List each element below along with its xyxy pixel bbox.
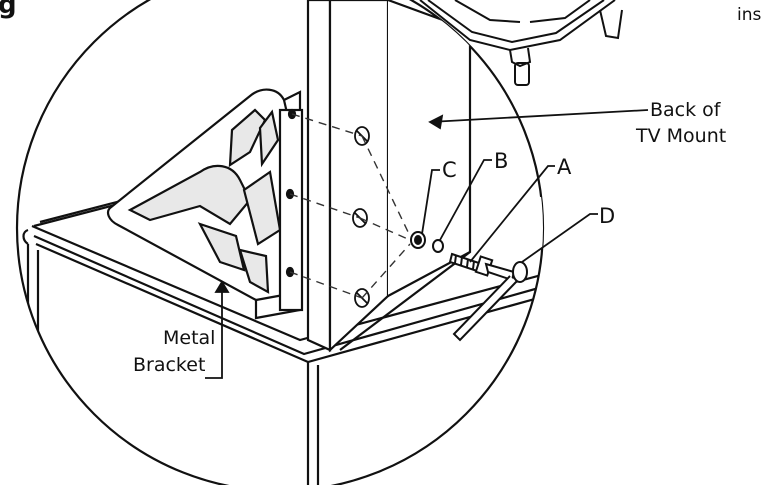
back-of-tv-mount-label-line1: Back of [650,99,721,121]
hardware-d-hex-key [452,261,528,342]
alignment-guides [289,113,411,299]
hardware-b-washer [432,239,444,253]
part-d-label: D [599,204,616,228]
metal-bracket-label-line1: Metal [163,327,216,349]
cabinet-corner-inset [419,0,623,86]
magnified-view [22,0,543,489]
hardware-c-washer [410,231,426,249]
metal-bracket-label-line2: Bracket [133,354,206,376]
part-b-label: B [494,149,509,173]
leader-lines [205,109,649,379]
part-a-label: A [557,155,572,179]
back-of-tv-mount-label-line2: TV Mount [636,125,727,147]
part-c-label: C [442,158,457,182]
instruction-fragment: ins [737,5,762,25]
heading-fragment: g [0,0,17,20]
metal-bracket [107,88,304,320]
